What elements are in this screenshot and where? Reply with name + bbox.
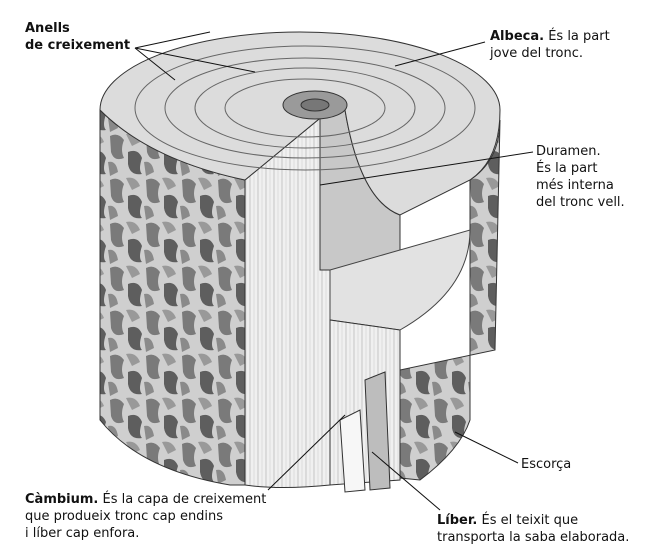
cambium-text3: i líber cap enfora. [25,526,140,541]
duramen-line4: del tronc vell. [536,195,625,210]
cambium-text1: És la capa de creixement [102,492,267,507]
albeca-text2: jove del tronc. [490,46,584,61]
albeca-title: Albeca. [490,29,545,44]
cut-face-lower [329,319,401,486]
label-escorca: Escorça [521,457,572,472]
cambium-title: Càmbium. [25,492,99,507]
bark-right [399,119,501,481]
anells-line1: Anells [25,21,70,36]
duramen-line2: És la part [536,161,598,176]
duramen-line1: Duramen. [536,144,601,159]
albeca-text1: És la part [548,29,610,44]
liber-text2: transporta la saba elaborada. [437,530,630,545]
label-cambium: Càmbium. És la capa de creixement que pr… [25,491,266,542]
anells-line2: de creixement [25,38,131,53]
leader-lines [134,31,534,511]
label-duramen: Duramen. És la part més interna del tron… [536,143,625,211]
duramen-line3: més interna [536,178,614,193]
liber-title: Líber. [437,513,478,528]
label-albeca: Albeca. És la part jove del tronc. [490,28,610,62]
liber-layer [364,371,391,491]
label-anells: Anells de creixement [25,20,130,54]
label-liber: Líber. És el teixit que transporta la sa… [437,512,629,546]
cambium-layer [339,409,366,493]
cambium-text2: que produeix tronc cap endins [25,509,224,524]
liber-text1: És el teixit que [481,513,579,528]
